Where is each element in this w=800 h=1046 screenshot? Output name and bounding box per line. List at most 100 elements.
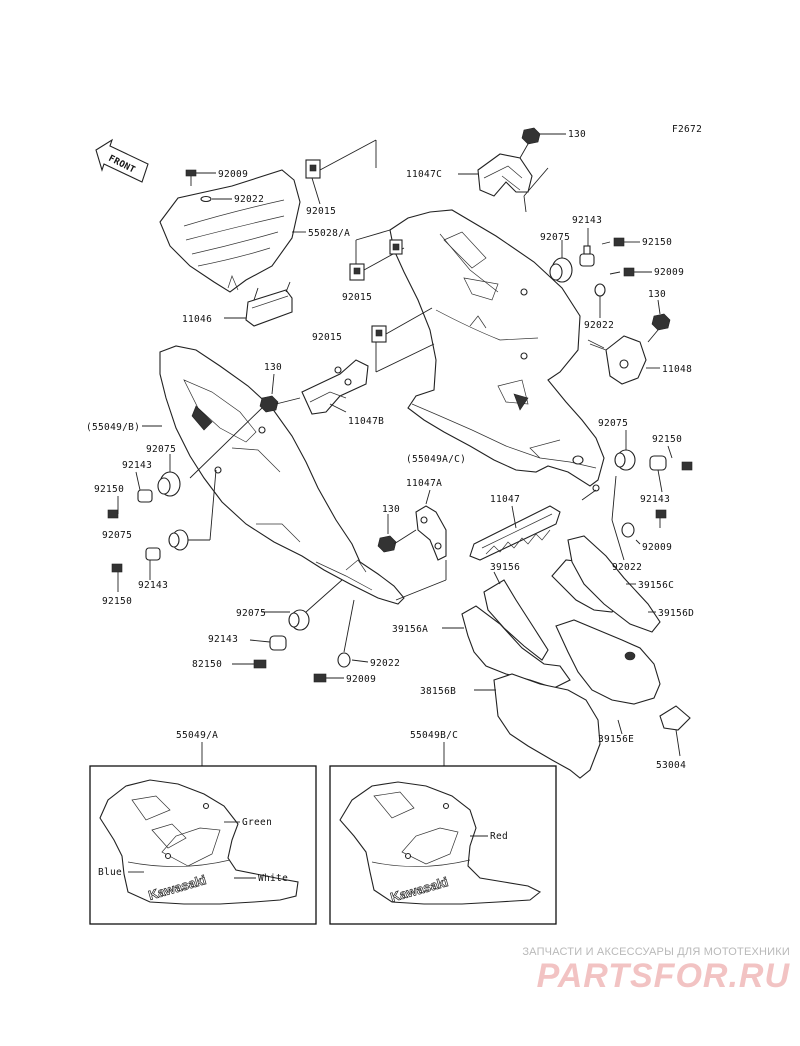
label-11047a: 11047A <box>406 478 442 489</box>
label-82150: 82150 <box>192 659 222 670</box>
collar-92143-right <box>649 455 667 471</box>
bracket-11047b <box>301 359 369 415</box>
label-92143-left2: 92143 <box>138 580 168 591</box>
grommet-92075-right <box>614 449 636 471</box>
grommet-92075-upper <box>549 257 573 283</box>
bracket-11047c <box>477 153 549 213</box>
inset-right-cowl: Kawasaki <box>339 781 542 905</box>
lower-cowl-left-55049b <box>159 345 405 605</box>
bracket-11048 <box>587 335 647 385</box>
bolt-92009-right <box>655 509 667 528</box>
collar-92143-left <box>137 489 153 503</box>
washer-92022-upper <box>594 283 606 297</box>
label-92150-right: 92150 <box>652 434 682 445</box>
watermark: ЗАПЧАСТИ И АКСЕССУАРЫ ДЛЯ МОТОТЕХНИКИ PA… <box>470 946 790 994</box>
label-92150-upper: 92150 <box>642 237 672 248</box>
bracket-11046 <box>245 281 293 327</box>
label-11047b: 11047B <box>348 416 384 427</box>
label-53004: 53004 <box>656 760 686 771</box>
label-39156c: 39156C <box>638 580 674 591</box>
inset-left-title: 55049/A <box>176 730 218 741</box>
washer-92022-right <box>621 522 635 538</box>
collar-92143-bottom <box>269 635 287 651</box>
watermark-logo: PARTSFOR.RU <box>536 957 790 995</box>
inset-right-color-red: Red <box>490 831 508 842</box>
label-92009-top: 92009 <box>218 169 248 180</box>
grommet-small-right <box>572 455 584 465</box>
label-92022-right: 92022 <box>612 562 642 573</box>
label-92075-left: 92075 <box>146 444 176 455</box>
inset-left-color-green: Green <box>242 817 272 828</box>
front-arrow-icon: FRONT <box>95 138 149 183</box>
clip-92015-top <box>305 159 321 179</box>
label-92150-left: 92150 <box>94 484 124 495</box>
washer-92022-top <box>200 195 212 203</box>
inset-right-title: 55049B/C <box>410 730 458 741</box>
bolt-92150-left2 <box>111 563 123 573</box>
bolt-130-center <box>377 529 417 553</box>
label-92075-bottom: 92075 <box>236 608 266 619</box>
label-130-left: 130 <box>264 362 282 373</box>
label-92009-bottom: 92009 <box>346 674 376 685</box>
lower-cowl-right-55049ac <box>389 209 605 487</box>
bracket-11047a <box>415 505 447 561</box>
clip-92015-mid <box>349 263 365 281</box>
label-11047c: 11047C <box>406 169 442 180</box>
bolt-92150-upper <box>601 237 625 247</box>
grommet-92075-bottom <box>288 609 310 631</box>
label-92009-upper: 92009 <box>654 267 684 278</box>
label-92143-upper: 92143 <box>572 215 602 226</box>
label-92009-right: 92009 <box>642 542 672 553</box>
label-130-top: 130 <box>568 129 586 140</box>
bolt-130-left <box>259 395 301 413</box>
inset-left-box <box>89 765 317 925</box>
label-38156b: 38156B <box>420 686 456 697</box>
label-92075-upper: 92075 <box>540 232 570 243</box>
label-92015-mid: 92015 <box>342 292 372 303</box>
inset-right-box <box>329 765 557 925</box>
label-92075-right: 92075 <box>598 418 628 429</box>
label-92015-low: 92015 <box>312 332 342 343</box>
label-92022-upper: 92022 <box>584 320 614 331</box>
bracket-11047 <box>469 505 561 561</box>
label-11046: 11046 <box>182 314 212 325</box>
label-92022-top: 92022 <box>234 194 264 205</box>
label-39156d: 39156D <box>658 608 694 619</box>
collar-92143-upper <box>579 245 595 267</box>
label-130-right: 130 <box>648 289 666 300</box>
inner-panel-55028a <box>159 169 301 293</box>
pad-39156 <box>483 579 549 661</box>
label-92143-left: 92143 <box>122 460 152 471</box>
washer-92022-bottom <box>337 652 351 668</box>
bolt-92009-top <box>185 169 197 186</box>
pad-39156d <box>567 535 661 633</box>
bolt-82150 <box>253 659 267 669</box>
label-39156: 39156 <box>490 562 520 573</box>
bolt-130-right <box>647 313 671 343</box>
bolt-92150-left <box>107 509 119 519</box>
figure-code: F2672 <box>672 124 702 135</box>
pad-39156a <box>461 605 571 689</box>
clip-92015-right <box>389 239 403 255</box>
label-92075-left2: 92075 <box>102 530 132 541</box>
bolt-92150-right <box>681 461 693 471</box>
label-55028a: 55028/A <box>308 228 350 239</box>
watermark-tagline: ЗАПЧАСТИ И АКСЕССУАРЫ ДЛЯ МОТОТЕХНИКИ <box>522 946 790 958</box>
pad-38156b <box>493 673 601 779</box>
pad-53004 <box>659 705 691 731</box>
label-55049ac: (55049A/C) <box>406 454 466 465</box>
grommet-92075-left <box>157 471 181 497</box>
inset-left-cowl: Kawasaki <box>99 779 299 905</box>
label-39156e: 39156E <box>598 734 634 745</box>
label-39156a: 39156A <box>392 624 428 635</box>
label-92143-right: 92143 <box>640 494 670 505</box>
inset-left-color-blue: Blue <box>98 867 122 878</box>
label-92143-bottom: 92143 <box>208 634 238 645</box>
pad-39156e <box>555 619 661 705</box>
label-92015-top: 92015 <box>306 206 336 217</box>
label-130-center: 130 <box>382 504 400 515</box>
collar-92143-left2 <box>145 547 161 561</box>
clip-92015-low <box>371 325 387 343</box>
